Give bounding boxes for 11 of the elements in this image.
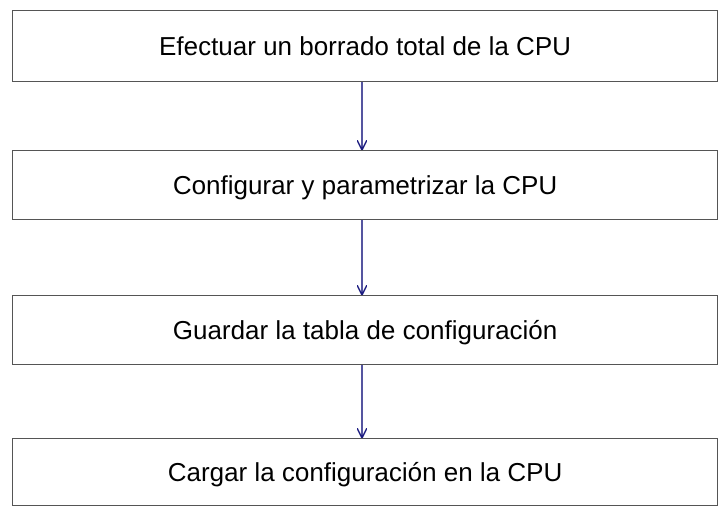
arrow	[356, 220, 368, 296]
step-text: Guardar la tabla de configuración	[172, 314, 558, 346]
process-box	[12, 150, 718, 220]
process-box	[12, 438, 718, 506]
step-text: Configurar y parametrizar la CPU	[172, 168, 558, 202]
process-box	[12, 10, 718, 82]
step-text: Cargar la configuración en la CPU	[168, 456, 562, 488]
arrow	[356, 365, 368, 439]
step-text: Efectuar un borrado total de la CPU	[159, 30, 571, 62]
process-box	[12, 295, 718, 365]
arrow	[356, 82, 368, 151]
